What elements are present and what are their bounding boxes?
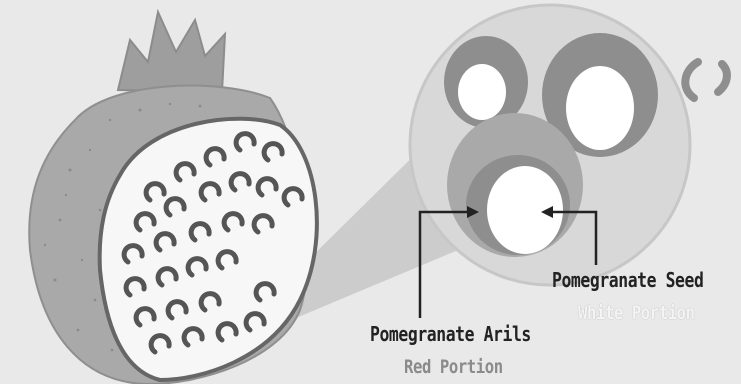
arils-title-label: Pomegranate Arils [370,322,531,346]
crown-icon [118,12,225,92]
seed-sub-label: White Portion [578,302,695,324]
magnifier-circle-icon [410,5,690,285]
partial-aril [685,62,727,98]
seed-title-label: Pomegranate Seed [552,268,703,292]
arils-sub-label: Red Portion [404,356,503,378]
